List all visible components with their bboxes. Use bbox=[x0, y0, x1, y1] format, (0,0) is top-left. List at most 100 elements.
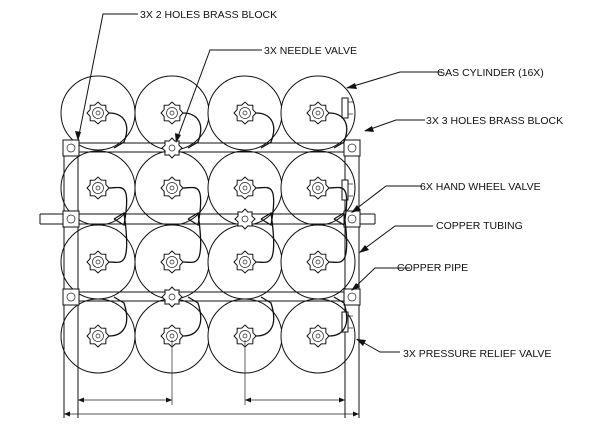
dimension-arrow bbox=[78, 397, 84, 403]
arrow-relief-valve bbox=[356, 339, 366, 346]
valve-center bbox=[242, 333, 248, 339]
valve-center bbox=[242, 259, 248, 265]
gas-cylinder bbox=[280, 298, 356, 374]
brass-block bbox=[62, 139, 80, 157]
valve-wheel bbox=[86, 250, 110, 274]
valve-hub bbox=[312, 256, 324, 268]
label-hand-wheel-valve: 6X HAND WHEEL VALVE bbox=[420, 181, 541, 193]
valve-wheel bbox=[306, 250, 330, 274]
label-copper-pipe: COPPER PIPE bbox=[397, 262, 468, 274]
copper-tubing bbox=[108, 296, 128, 337]
valve-center bbox=[169, 110, 175, 116]
block-body bbox=[343, 210, 361, 228]
brass-block bbox=[62, 210, 80, 228]
arrow-needle-valve bbox=[175, 133, 181, 143]
valve-center bbox=[315, 333, 321, 339]
valve-hub bbox=[239, 182, 251, 194]
valve-hub bbox=[92, 256, 104, 268]
valve-hub bbox=[312, 330, 324, 342]
valve-center bbox=[315, 185, 321, 191]
needle-valve-hub bbox=[241, 215, 249, 223]
needle-valve bbox=[234, 208, 256, 230]
valve-hub bbox=[166, 182, 178, 194]
copper-tubing bbox=[255, 296, 275, 337]
arrow-hand-wheel bbox=[351, 205, 361, 213]
arrow-brass-block-3 bbox=[364, 126, 374, 132]
block-port bbox=[347, 292, 357, 302]
valve-wheel bbox=[306, 176, 330, 200]
valve-center bbox=[169, 259, 175, 265]
valve-wheel bbox=[306, 324, 330, 348]
valve-center bbox=[242, 185, 248, 191]
leader-brass-block-2 bbox=[77, 13, 138, 141]
copper-tubing bbox=[255, 112, 275, 149]
block-body bbox=[62, 210, 80, 228]
dimension-arrow bbox=[339, 397, 345, 403]
block-port bbox=[347, 143, 357, 153]
gas-cylinder bbox=[60, 298, 136, 374]
valve-center bbox=[315, 259, 321, 265]
gas-cylinder bbox=[207, 224, 283, 300]
valve-hub bbox=[92, 107, 104, 119]
label-brass-block-3: 3X 3 HOLES BRASS BLOCK bbox=[426, 115, 563, 127]
leader-hand-wheel bbox=[351, 185, 422, 213]
needle-valve-wheel bbox=[161, 286, 183, 308]
needle-valve-wheel bbox=[234, 208, 256, 230]
dimension-arrow bbox=[64, 411, 70, 417]
valve-hub bbox=[166, 256, 178, 268]
valve-hub bbox=[92, 182, 104, 194]
valve-wheel bbox=[233, 176, 257, 200]
valve-wheel bbox=[306, 101, 330, 125]
valve-hub bbox=[166, 107, 178, 119]
valve-wheel bbox=[160, 250, 184, 274]
hand-wheel-body bbox=[341, 311, 349, 333]
valve-wheel bbox=[86, 101, 110, 125]
block-port bbox=[347, 214, 357, 224]
gas-cylinder bbox=[60, 150, 136, 226]
block-body bbox=[62, 139, 80, 157]
valve-hub bbox=[239, 256, 251, 268]
gas-cylinder bbox=[207, 75, 283, 151]
valve-wheel bbox=[160, 324, 184, 348]
label-brass-block-2: 3X 2 HOLES BRASS BLOCK bbox=[140, 9, 277, 21]
gas-cylinder bbox=[60, 75, 136, 151]
block-body bbox=[343, 288, 361, 306]
leader-copper-tubing bbox=[359, 225, 433, 253]
valve-wheel bbox=[86, 176, 110, 200]
copper-tubing bbox=[328, 112, 348, 149]
cylinder-grid bbox=[60, 75, 356, 374]
leader-lines bbox=[77, 13, 442, 353]
valve-center bbox=[169, 333, 175, 339]
arrow-brass-block-2 bbox=[75, 131, 81, 141]
needle-valve-hub bbox=[168, 144, 176, 152]
leader-needle-valve bbox=[175, 49, 262, 143]
hand-wheel-valve bbox=[341, 97, 353, 119]
label-needle-valve: 3X NEEDLE VALVE bbox=[264, 45, 357, 57]
needle-valve bbox=[161, 286, 183, 308]
valve-center bbox=[169, 185, 175, 191]
valve-center bbox=[242, 110, 248, 116]
copper-tubing bbox=[328, 186, 348, 227]
copper-tubing bbox=[108, 112, 128, 149]
block-port bbox=[66, 292, 76, 302]
valve-wheel bbox=[233, 324, 257, 348]
gas-cylinder bbox=[134, 150, 210, 226]
frame bbox=[39, 140, 376, 418]
plumbing bbox=[62, 97, 361, 337]
gas-cylinder bbox=[207, 150, 283, 226]
needle-valve-hub bbox=[168, 293, 176, 301]
valve-hub bbox=[312, 182, 324, 194]
copper-tubing bbox=[328, 296, 348, 337]
brass-block bbox=[343, 210, 361, 228]
arrow-copper-pipe bbox=[351, 283, 360, 291]
brass-block bbox=[343, 139, 361, 157]
arrow-gas-cylinder bbox=[346, 83, 357, 89]
valve-center bbox=[95, 259, 101, 265]
block-body bbox=[62, 288, 80, 306]
copper-tubing bbox=[328, 211, 348, 264]
arrow-copper-tubing bbox=[359, 245, 369, 253]
brass-block bbox=[343, 288, 361, 306]
valve-hub bbox=[312, 107, 324, 119]
hand-wheel-body bbox=[341, 97, 349, 119]
